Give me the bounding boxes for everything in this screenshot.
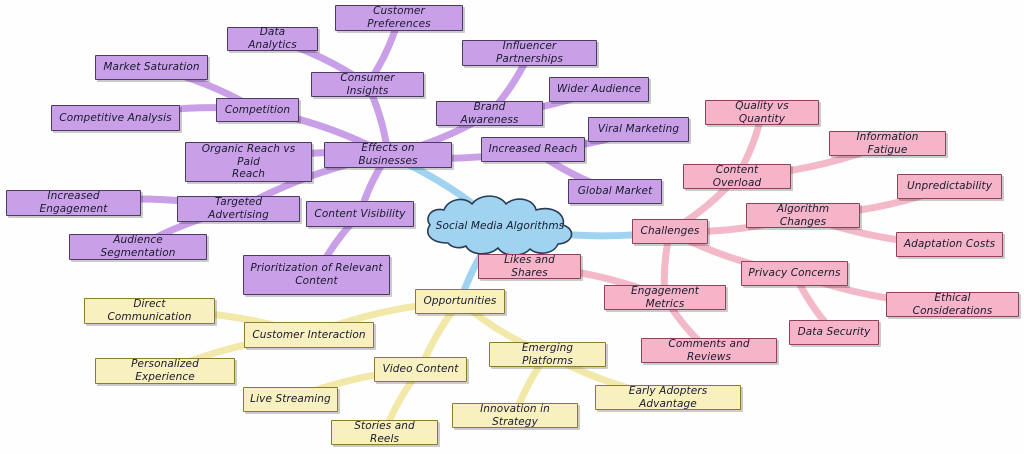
node-early-adopt[interactable]: Early Adopters Advantage (595, 385, 741, 410)
node-targeted-ads[interactable]: Targeted Advertising (177, 196, 300, 222)
node-likes-shares[interactable]: Likes and Shares (478, 254, 581, 279)
node-market-sat[interactable]: Market Saturation (95, 55, 208, 80)
node-prioritization[interactable]: Prioritization of Relevant Content (243, 255, 390, 295)
node-aud-seg[interactable]: Audience Segmentation (69, 234, 207, 260)
node-organic[interactable]: Organic Reach vs Paid Reach (185, 142, 312, 182)
cloud-shape (426, 195, 573, 257)
node-ethical[interactable]: Ethical Considerations (886, 292, 1019, 317)
node-inc-engage[interactable]: Increased Engagement (6, 190, 141, 216)
node-emerging[interactable]: Emerging Platforms (489, 342, 606, 367)
node-innovation[interactable]: Innovation in Strategy (452, 403, 578, 428)
node-consumer-ins[interactable]: Consumer Insights (311, 72, 424, 97)
node-global-mkt[interactable]: Global Market (568, 179, 662, 204)
node-influencer[interactable]: Influencer Partnerships (462, 40, 597, 66)
node-comp-analysis[interactable]: Competitive Analysis (51, 105, 180, 131)
central-topic-cloud[interactable]: Social Media Algorithms (418, 191, 582, 261)
node-stories-reels[interactable]: Stories and Reels (331, 420, 438, 445)
node-unpredict[interactable]: Unpredictability (897, 174, 1002, 199)
node-comments-rev[interactable]: Comments and Reviews (641, 338, 777, 363)
node-info-fatigue[interactable]: Information Fatigue (829, 131, 946, 156)
node-live-stream[interactable]: Live Streaming (243, 387, 338, 412)
node-challenges[interactable]: Challenges (632, 219, 708, 244)
node-effects[interactable]: Effects on Businesses (324, 142, 452, 168)
node-cust-pref[interactable]: Customer Preferences (335, 5, 463, 31)
node-video-content[interactable]: Video Content (374, 357, 467, 382)
node-adapt-costs[interactable]: Adaptation Costs (896, 232, 1003, 257)
node-personalized[interactable]: Personalized Experience (95, 358, 235, 384)
node-data-sec[interactable]: Data Security (789, 320, 879, 345)
node-viral-mkt[interactable]: Viral Marketing (588, 117, 689, 142)
node-cust-interact[interactable]: Customer Interaction (244, 322, 374, 348)
node-quality-qty[interactable]: Quality vs Quantity (705, 100, 819, 125)
node-content-vis[interactable]: Content Visibility (306, 201, 414, 227)
node-inc-reach[interactable]: Increased Reach (481, 137, 585, 162)
node-competition[interactable]: Competition (216, 98, 299, 122)
node-opportunities[interactable]: Opportunities (415, 289, 505, 314)
node-engage-metrics[interactable]: Engagement Metrics (604, 285, 726, 310)
node-algo-changes[interactable]: Algorithm Changes (746, 203, 860, 228)
node-content-over[interactable]: Content Overload (683, 164, 791, 189)
node-privacy[interactable]: Privacy Concerns (741, 261, 848, 286)
node-wider-aud[interactable]: Wider Audience (549, 77, 649, 102)
node-brand-aware[interactable]: Brand Awareness (436, 101, 543, 126)
node-direct-comm[interactable]: Direct Communication (84, 298, 215, 324)
node-data-analytics[interactable]: Data Analytics (227, 26, 318, 51)
